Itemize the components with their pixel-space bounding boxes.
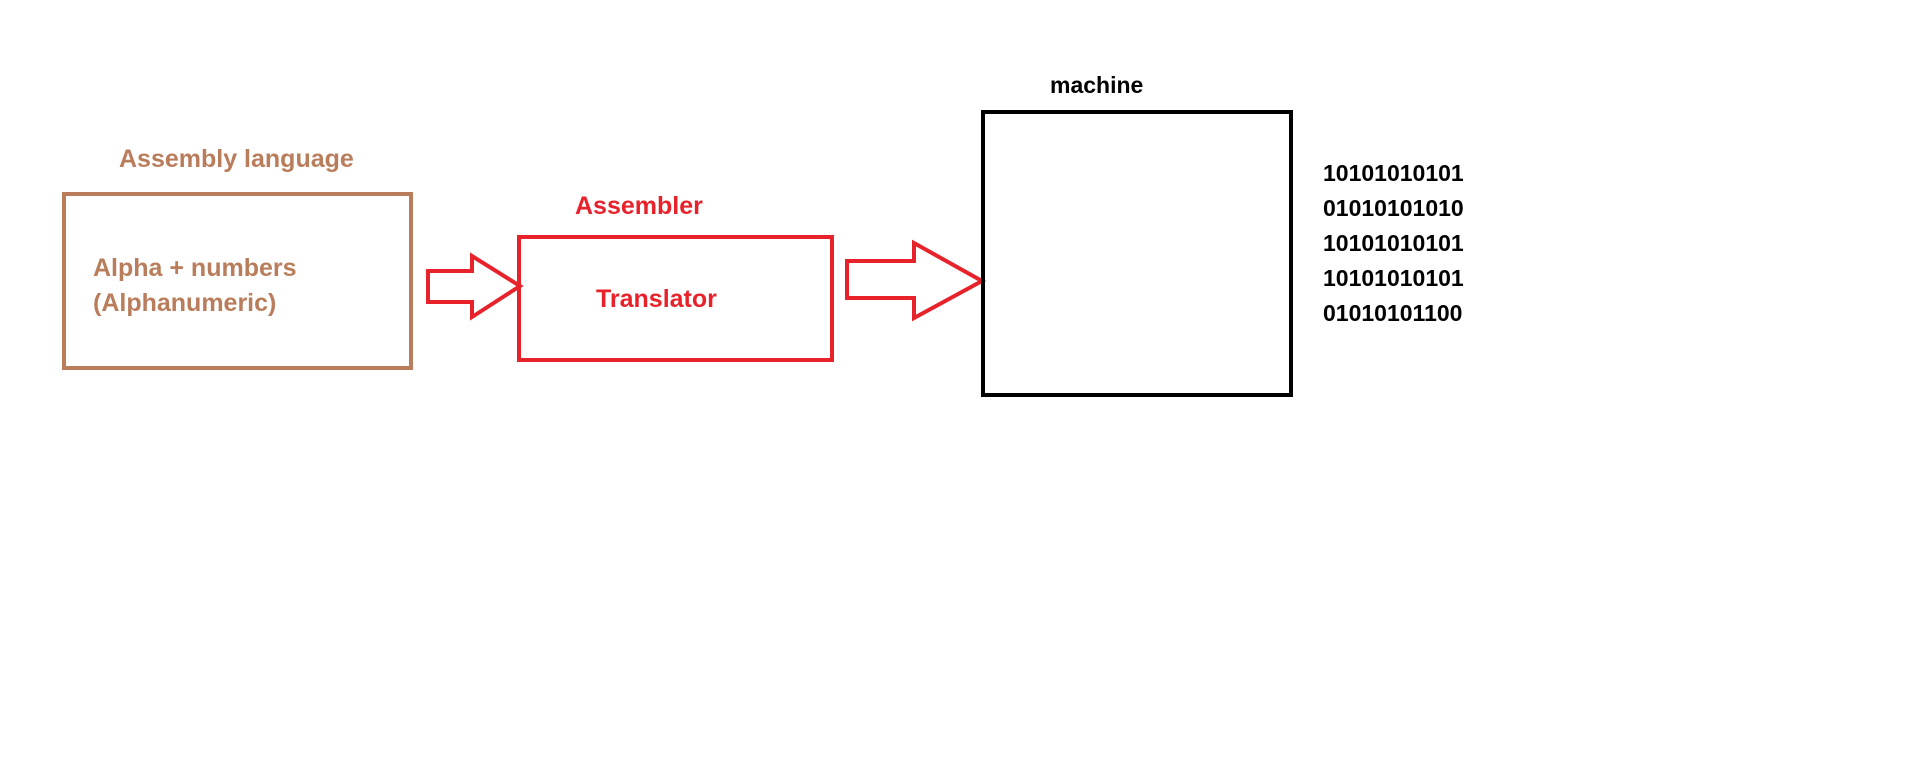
binary-line: 10101010101 bbox=[1323, 265, 1464, 291]
assembly-line-alphanumeric: (Alphanumeric) bbox=[93, 289, 276, 317]
translator-label: Translator bbox=[596, 285, 717, 313]
binary-line: 01010101100 bbox=[1323, 300, 1462, 326]
binary-output: 10101010101 01010101010 10101010101 1010… bbox=[1323, 160, 1464, 326]
assembly-language-box bbox=[62, 192, 413, 370]
assembler-title: Assembler bbox=[575, 192, 703, 220]
binary-line: 10101010101 bbox=[1323, 160, 1464, 186]
assembly-line-alpha-numbers: Alpha + numbers bbox=[93, 254, 297, 282]
machine-box bbox=[981, 110, 1293, 397]
machine-title: machine bbox=[1050, 72, 1143, 98]
assembly-language-title: Assembly language bbox=[119, 145, 354, 173]
arrow-assembly-to-assembler bbox=[426, 252, 524, 321]
arrow-assembler-to-machine bbox=[845, 239, 987, 322]
binary-line: 01010101010 bbox=[1323, 195, 1464, 221]
binary-line: 10101010101 bbox=[1323, 230, 1464, 256]
assembler-box bbox=[517, 235, 834, 362]
